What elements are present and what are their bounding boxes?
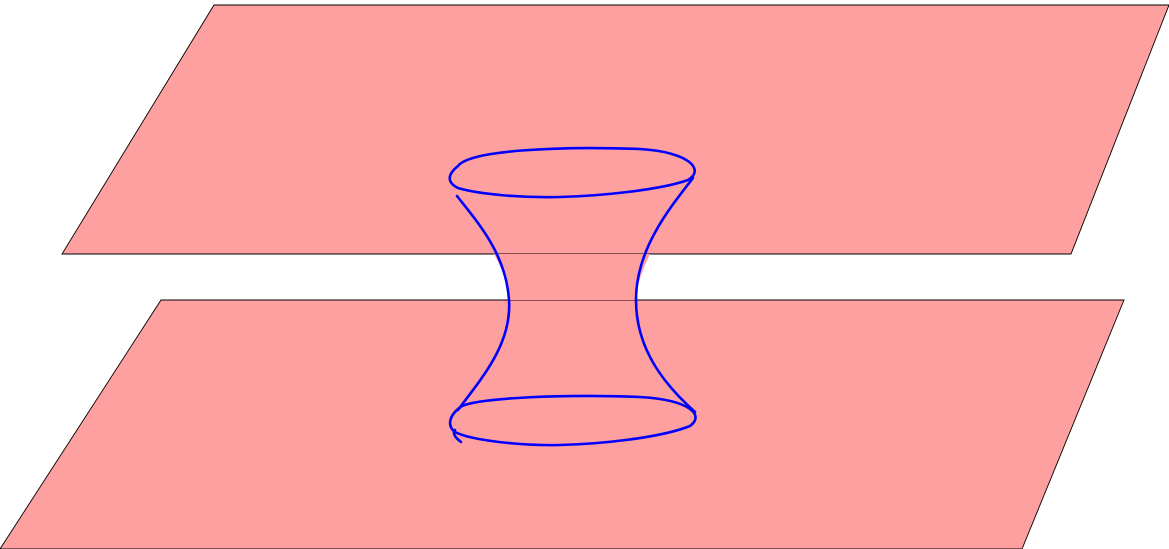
lower-plane xyxy=(0,300,1124,549)
upper-plane xyxy=(62,5,1169,254)
wormhole-throat-fill xyxy=(494,254,650,300)
